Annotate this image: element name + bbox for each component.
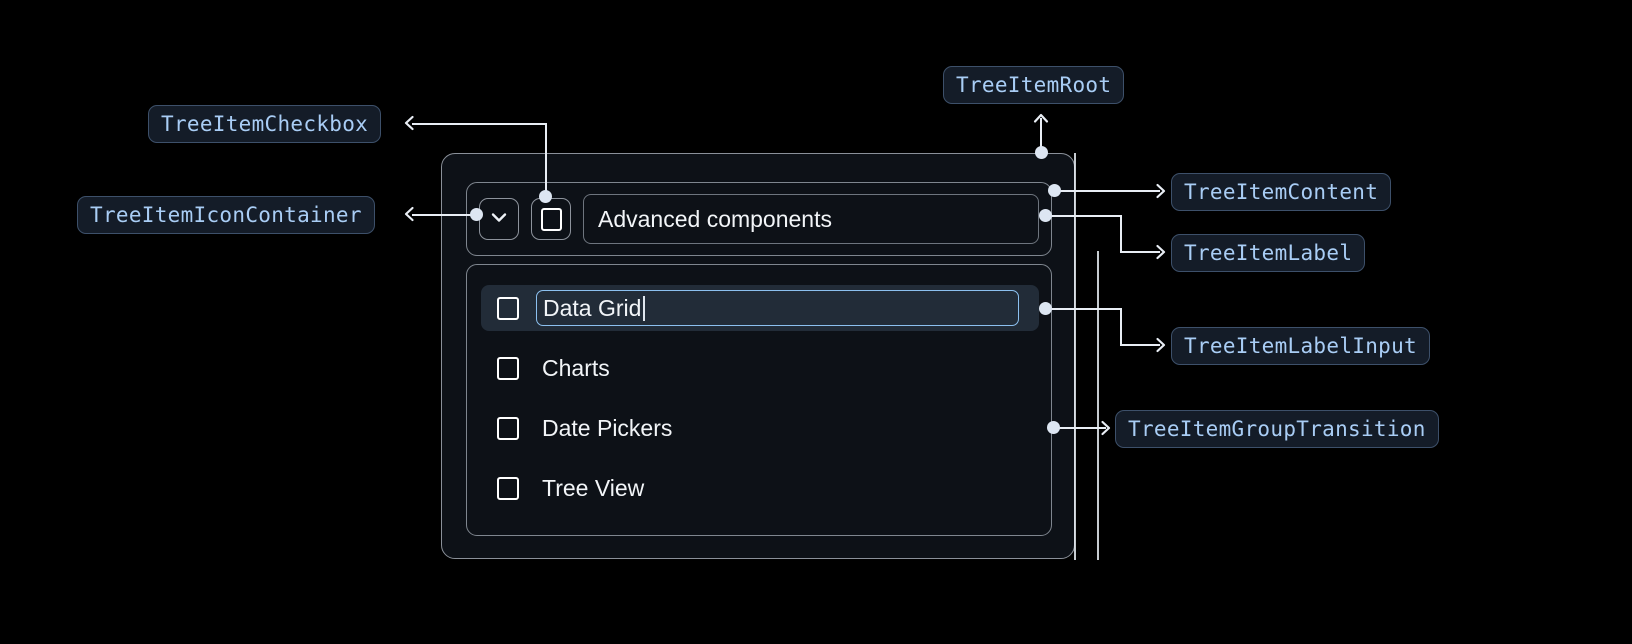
tree-item-row-date-pickers[interactable]: Date Pickers	[481, 405, 1039, 451]
tree-item-label-text: Tree View	[542, 474, 645, 501]
tree-item-label-text: Date Pickers	[542, 414, 673, 441]
connector-line-content	[1056, 190, 1160, 192]
tree-item-row-charts[interactable]: Charts	[481, 345, 1039, 391]
annotation-chip-treeitemlabel[interactable]: TreeItemLabel	[1171, 234, 1366, 272]
connector-line-label-b	[1120, 215, 1122, 253]
tree-item-label[interactable]: Advanced components	[583, 194, 1039, 244]
connector-dot-group-transition	[1047, 421, 1060, 434]
annotation-chip-label: TreeItemIconContainer	[90, 203, 362, 227]
arrow-head-group-transition	[1096, 420, 1112, 436]
connector-line-label-input-a	[1046, 308, 1122, 310]
connector-line-group-transition	[1058, 427, 1106, 429]
chevron-down-icon	[487, 205, 511, 234]
annotation-chip-label: TreeItemRoot	[956, 73, 1112, 97]
connector-dot-icon-container	[470, 208, 483, 221]
connector-dot-root	[1035, 146, 1048, 159]
annotation-chip-label: TreeItemGroupTransition	[1128, 417, 1426, 441]
arrow-head-label	[1151, 244, 1167, 260]
connector-line-label-input-b	[1120, 308, 1122, 346]
checkbox-unchecked-icon[interactable]	[497, 296, 519, 320]
connector-line-label-input-c	[1120, 344, 1160, 346]
connector-line-checkbox-vert	[545, 123, 547, 197]
connector-dot-checkbox	[539, 190, 552, 203]
tree-item-label-text: Advanced components	[598, 205, 832, 232]
tree-item-content[interactable]: Advanced components	[466, 182, 1052, 256]
annotation-chip-label: TreeItemCheckbox	[161, 112, 369, 136]
annotation-chip-label: TreeItemLabel	[1184, 241, 1353, 265]
tree-item-icon-container[interactable]	[479, 198, 519, 240]
arrow-head-icon-container	[403, 206, 419, 222]
connector-dot-content	[1048, 184, 1061, 197]
checkbox-unchecked-icon[interactable]	[497, 416, 519, 440]
tree-item-label-text: Charts	[542, 354, 610, 381]
connector-line-root	[1040, 118, 1042, 154]
tree-item-label-input-value: Data Grid	[543, 294, 642, 321]
arrow-head-label-input	[1151, 337, 1167, 353]
annotation-chip-treeitemcontent[interactable]: TreeItemContent	[1171, 173, 1392, 211]
connector-line-label-a	[1046, 215, 1122, 217]
annotation-chip-label: TreeItemLabelInput	[1184, 334, 1417, 358]
checkbox-unchecked-icon	[540, 207, 562, 231]
tree-item-row-tree-view[interactable]: Tree View	[481, 465, 1039, 511]
annotation-chip-treeitemlabelinput[interactable]: TreeItemLabelInput	[1171, 327, 1430, 365]
checkbox-unchecked-icon[interactable]	[497, 476, 519, 500]
connector-line-checkbox	[412, 123, 547, 125]
connector-line-label-c	[1120, 251, 1160, 253]
arrow-head-root	[1033, 112, 1049, 128]
tree-item-group-transition: Data Grid Charts Date Pickers Tree View	[466, 264, 1052, 536]
annotation-chip-treeitemcheckbox[interactable]: TreeItemCheckbox	[148, 105, 382, 143]
tree-item-row-data-grid[interactable]: Data Grid	[481, 285, 1039, 331]
connector-rail-left	[1097, 251, 1099, 560]
annotation-chip-treeitemroot[interactable]: TreeItemRoot	[943, 66, 1125, 104]
connector-dot-label	[1039, 209, 1052, 222]
annotation-chip-treeitemgrouptransition[interactable]: TreeItemGroupTransition	[1115, 410, 1439, 448]
checkbox-unchecked-icon[interactable]	[497, 356, 519, 380]
annotation-chip-label: TreeItemContent	[1184, 180, 1379, 204]
connector-rail-right	[1074, 153, 1076, 560]
tree-item-label-input[interactable]: Data Grid	[536, 290, 1019, 326]
arrow-head-content	[1151, 183, 1167, 199]
connector-line-icon-container	[412, 214, 482, 216]
tree-item-checkbox[interactable]	[531, 198, 571, 240]
arrow-head-checkbox	[403, 115, 419, 131]
text-caret	[643, 295, 645, 321]
connector-dot-label-input	[1039, 302, 1052, 315]
tree-item-root[interactable]: Advanced components Data Grid Charts Dat…	[441, 153, 1075, 559]
annotation-chip-treeitemiconcontainer[interactable]: TreeItemIconContainer	[77, 196, 375, 234]
